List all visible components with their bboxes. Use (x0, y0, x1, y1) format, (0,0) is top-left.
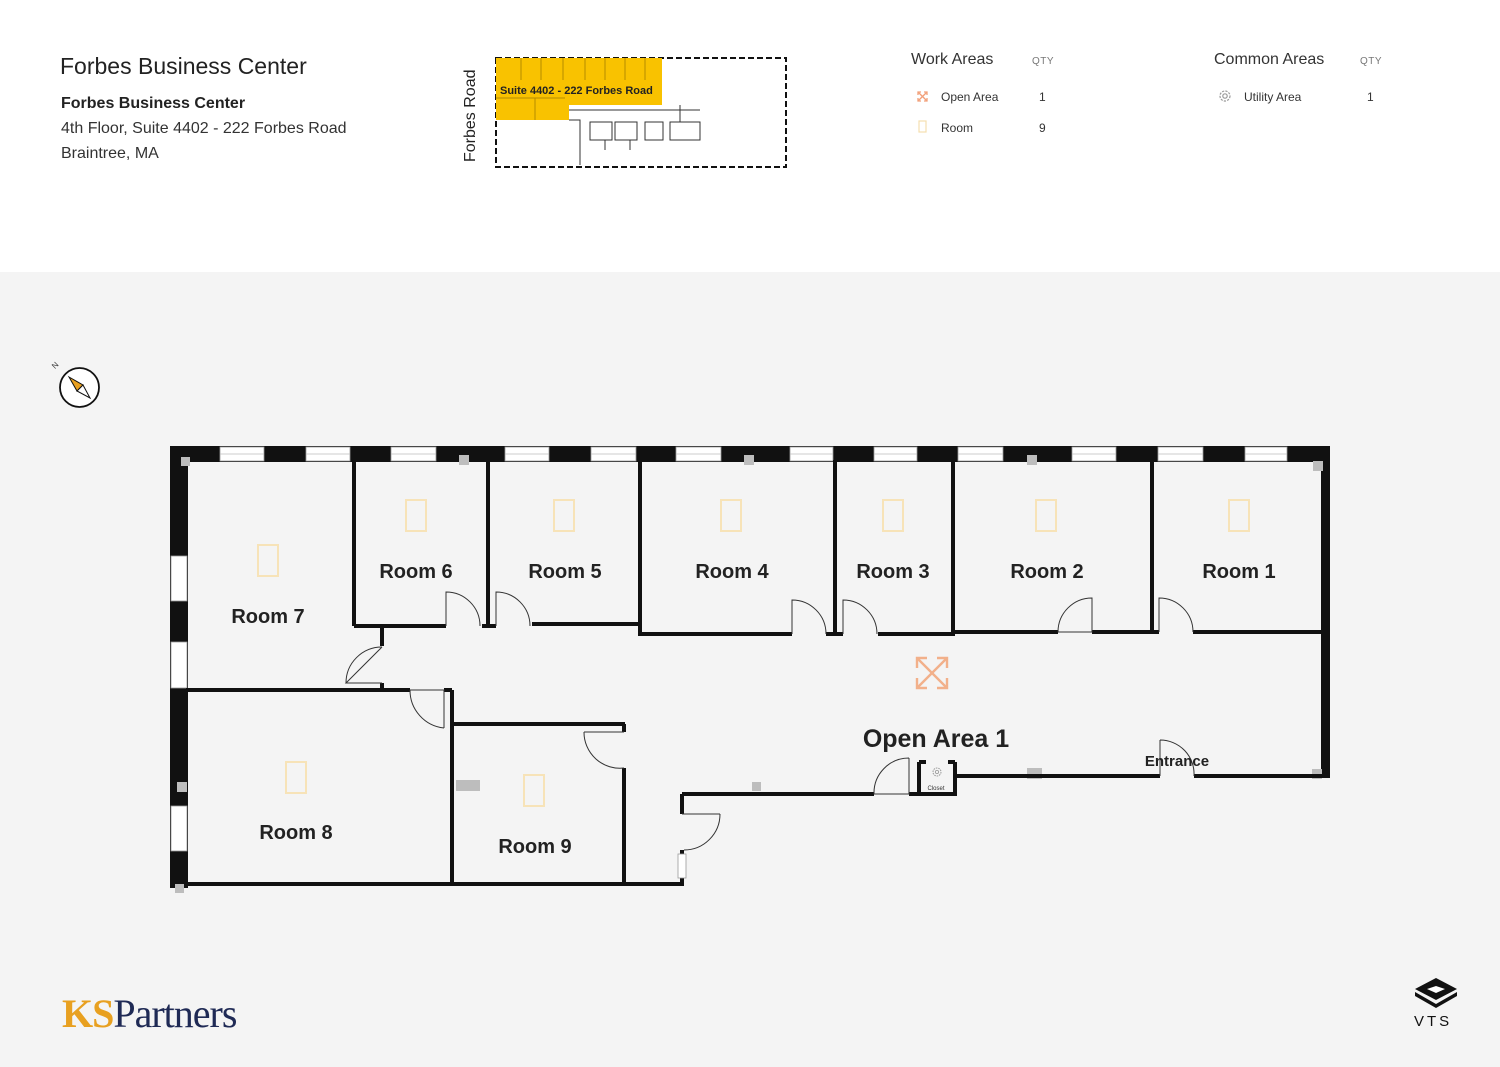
compass-icon: N (50, 360, 100, 408)
room-icons (257, 499, 1250, 807)
closet-gear-icon (932, 767, 942, 777)
page-title: Forbes Business Center (60, 53, 307, 79)
legend-open-area-qty: 1 (1039, 90, 1046, 104)
room-4-label: Room 4 (695, 561, 769, 583)
exterior-walls (170, 446, 1330, 888)
room-5-label: Room 5 (528, 561, 601, 583)
room-2-label: Room 2 (1010, 561, 1083, 583)
ks-partners-logo: KSPartners (62, 990, 237, 1037)
common-areas-qty-label: QTY (1360, 56, 1383, 67)
key-plan: Forbes Road Suite 4402 - 222 Forbes Road (462, 57, 787, 168)
legend-open-area-label: Open Area (941, 90, 999, 104)
room-8-label: Room 8 (259, 822, 332, 844)
closet-label: Closet (927, 786, 944, 792)
address-line-1: 4th Floor, Suite 4402 - 222 Forbes Road (61, 120, 347, 137)
common-areas-heading: Common Areas (1214, 51, 1325, 68)
small-window (677, 853, 687, 879)
open-area-icon (915, 656, 949, 690)
open-area-label: Open Area 1 (863, 725, 1009, 753)
address-name: Forbes Business Center (61, 95, 246, 112)
left-windows (170, 555, 188, 852)
legend-utility-area-label: Utility Area (1244, 90, 1302, 104)
work-areas-qty-label: QTY (1032, 56, 1055, 67)
room-6-label: Room 6 (379, 561, 452, 583)
doors (344, 591, 1195, 851)
key-plan-suite-label: Suite 4402 - 222 Forbes Road (500, 85, 653, 97)
work-areas-heading: Work Areas (911, 51, 994, 68)
room-7-label: Room 7 (231, 606, 304, 628)
vts-logo-icon (1415, 978, 1457, 1008)
legend-room-qty: 9 (1039, 121, 1046, 135)
floorplan-background (0, 272, 1500, 1067)
logo-partners-text: Partners (113, 991, 237, 1036)
room-1-label: Room 1 (1202, 561, 1275, 583)
address-line-2: Braintree, MA (61, 145, 159, 162)
entrance-label: Entrance (1145, 753, 1209, 770)
legend-utility-area-qty: 1 (1367, 90, 1374, 104)
gear-icon (1219, 90, 1231, 102)
logo-ks-text: KS (62, 991, 114, 1036)
vts-logo-text: VTS (1414, 1013, 1453, 1030)
compass-north-label: N (50, 360, 61, 371)
interior-walls (186, 460, 1326, 886)
header-panel: Forbes Business Center Forbes Business C… (0, 0, 1500, 272)
room-3-label: Room 3 (856, 561, 929, 583)
room-9-label: Room 9 (498, 836, 571, 858)
columns (175, 455, 1323, 893)
legend-room-label: Room (941, 121, 974, 135)
room-door-icon (918, 120, 927, 133)
key-plan-suite-highlight (496, 58, 662, 120)
key-plan-street-label: Forbes Road (462, 70, 479, 163)
open-area-icon (917, 91, 928, 102)
